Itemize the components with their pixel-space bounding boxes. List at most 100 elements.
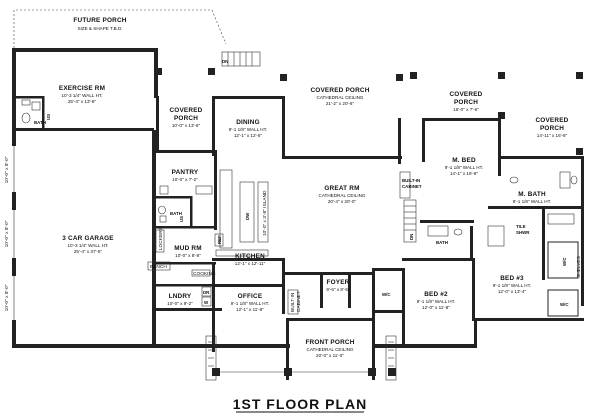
kitchen-island [215, 169, 269, 257]
laundry-name: LNDRY [169, 293, 192, 300]
master-wic-label: W/C [562, 257, 567, 266]
covered-porch-center-posts [280, 74, 403, 81]
pantry-shelves [159, 185, 213, 195]
office-built-in-label-1: BUILT-IN [290, 292, 296, 312]
exercise-bath-label: BATH [34, 120, 46, 125]
covered-porch-far-name-2: PORCH [540, 125, 564, 132]
foyer-dim: 9'-6" x 8'-5" [326, 287, 350, 292]
center-bath-label: BATH [436, 240, 448, 245]
master-shelves-label: SHELVES [576, 256, 582, 278]
us-label-2: US [179, 216, 184, 222]
foyer-name: FOYER [326, 279, 349, 286]
covered-porch-center-ceiling: CATHEDRAL CEILING [317, 95, 364, 100]
exercise-room-name: EXERCISE RM [59, 85, 105, 92]
bed2-wall-ht: 9'-1 1/8" WALL HT. [417, 299, 455, 304]
dishwasher-label: DW [245, 212, 250, 220]
office-dim: 12'-1" x 11'-8" [236, 307, 264, 312]
tile-shower-label-2: SHWR [516, 230, 530, 235]
island-dim-label: 10'-0" x 3'-8" ISLAND [262, 190, 268, 236]
built-in-label-1: BUILT-IN [402, 178, 420, 183]
garage-door-1-dim: 10'-0" x 8'-0" [4, 156, 10, 183]
master-walk-in-closet [547, 241, 579, 279]
covered-porch-right-name-1: COVERED [449, 91, 482, 98]
interior-stair [403, 199, 417, 243]
exercise-bath [16, 96, 45, 130]
main-walls [212, 96, 402, 314]
laundry-machines [191, 269, 212, 307]
built-in-label-2: CABINET [402, 184, 422, 189]
master-bath-name: M. BATH [518, 191, 546, 198]
covered-porch-left-dim: 10'-0" x 13'-6" [172, 123, 201, 128]
office-built-in-cabinet [287, 289, 299, 315]
half-bath-label: BATH [170, 211, 182, 216]
laundry-dim: 10'-0" x 9'-2" [167, 301, 193, 306]
kitchen-name: KITCHEN [235, 253, 265, 260]
office-wall-ht: 9'-1 1/8" WALL HT. [231, 301, 269, 306]
dining-dim: 12'-1" x 12'-6" [234, 133, 263, 138]
pantry-name: PANTRY [172, 169, 199, 176]
great-room-name: GREAT RM [324, 185, 359, 192]
bed2-walls [372, 268, 474, 348]
covered-porch-right-name-2: PORCH [454, 99, 478, 106]
washer-label: W [204, 300, 209, 305]
garage-dim: 25'-4" x 37'-5" [74, 249, 103, 254]
front-porch-outline [205, 318, 397, 381]
great-room-dim: 20'-4" x 20'-0" [328, 199, 357, 204]
half-bath-fixtures [158, 205, 167, 223]
tile-shower-label-1: TILE [516, 224, 526, 229]
built-in-cabinet [399, 171, 411, 199]
center-bath-fixtures [427, 225, 463, 237]
garage-name: 3 CAR GARAGE [62, 235, 114, 242]
bed3-wic-label: W/C [560, 302, 569, 307]
refrigerator [214, 233, 224, 247]
garage-door-2-dim: 10'-0" x 8'-0" [4, 220, 10, 247]
garage-door-3-dim: 10'-0" x 8'-0" [4, 284, 10, 311]
master-bath-fixtures [487, 171, 578, 247]
office-built-in-label-2: CABINET [296, 291, 302, 312]
dryer-label: DR [203, 290, 210, 295]
garage-wall-ht: 10'-3 1/4" WALL HT. [68, 243, 109, 248]
bed2-dim: 12'-0" x 11'-8" [422, 305, 450, 310]
porch-stair-dn-label: DN [222, 59, 228, 64]
ref-label: REF [217, 235, 222, 244]
bed3-dim: 12'-0" x 13'-4" [498, 289, 527, 294]
exercise-room-wall-ht: 10'-3 1/4" WALL HT. [62, 93, 103, 98]
bench [147, 261, 171, 271]
covered-porch-far-name-1: COVERED [535, 117, 568, 124]
covered-porch-far-dim: 14'-11" x 16'-8" [537, 133, 568, 138]
garage-door-openings [12, 146, 17, 320]
covered-porch-center-dim: 21'-2" x 20'-6" [326, 101, 355, 106]
outer-right-walls [474, 318, 477, 348]
front-porch-dim: 20'-0" x 11'-0" [316, 353, 344, 358]
covered-porch-left-outline [155, 68, 215, 152]
lockers [155, 229, 165, 253]
master-walls [402, 118, 584, 306]
bed3-name: BED #3 [500, 275, 524, 282]
kitchen-dim: 12'-1" x 12'-11" [235, 261, 266, 266]
bed2-wic-label: W/C [382, 292, 391, 297]
future-porch-name: FUTURE PORCH [73, 17, 126, 24]
future-porch-outline [13, 9, 227, 52]
master-bed-wall-ht: 9'-1 1/8" WALL HT. [445, 165, 483, 170]
covered-porch-left-name-2: PORCH [174, 115, 198, 122]
bed3-walls [472, 258, 584, 321]
covered-porch-center-name: COVERED PORCH [310, 87, 369, 94]
front-porch-name: FRONT PORCH [305, 339, 354, 346]
bed3-wall-ht: 9'-1 1/8" WALL HT. [493, 283, 531, 288]
dining-wall-ht: 9'-1 1/8" WALL HT. [229, 127, 267, 132]
mud-room-dim: 10'-0" x 8'-8" [175, 253, 201, 258]
great-room-ceiling: CATHEDRAL CEILING [319, 193, 366, 198]
us-label-1: US [46, 114, 51, 120]
bed3-wic [547, 289, 579, 317]
future-porch-dim: SIZE & SHAPE T.B.D. [77, 26, 122, 31]
master-bath-wall-ht: 9'-1 1/8" WALL HT. [513, 199, 551, 204]
covered-porch-left-name-1: COVERED [169, 107, 202, 114]
porch-stair [221, 51, 261, 67]
master-bed-name: M. BED [452, 157, 476, 164]
bench-label: BENCH [150, 264, 167, 270]
plan-title: 1ST FLOOR PLAN [233, 396, 368, 412]
pantry-dim: 10'-0" x 7'-2" [172, 177, 198, 182]
bed2-name: BED #2 [424, 291, 448, 298]
mud-room-name: MUD RM [174, 245, 201, 252]
